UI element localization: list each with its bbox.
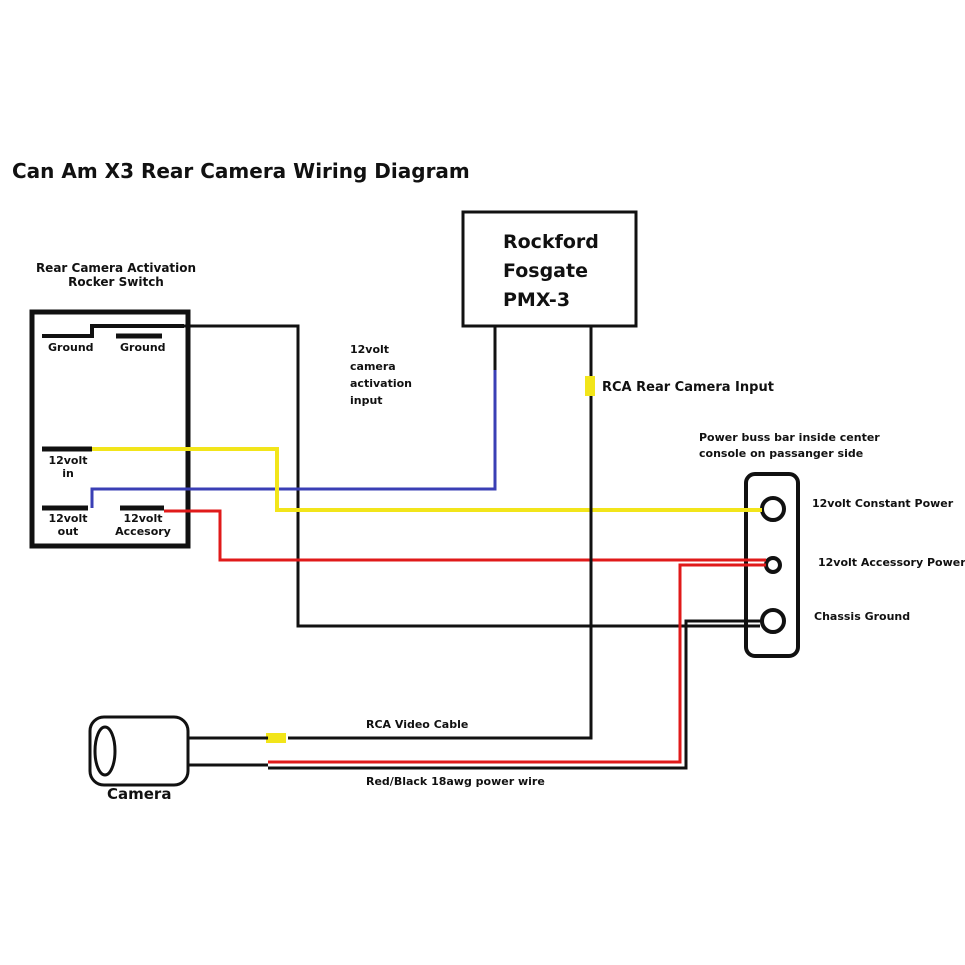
video-cable-label: RCA Video Cable — [366, 718, 469, 731]
buss-bar-heading-line1: Power buss bar inside center — [699, 431, 880, 444]
camera-label: Camera — [107, 785, 172, 803]
camera-lens-icon — [93, 725, 117, 777]
activation-wire — [90, 370, 497, 508]
activation-input-line1: 12volt — [350, 343, 390, 356]
buss-bar-heading: Power buss bar inside center console on … — [699, 430, 880, 462]
in-label: 12volt in — [46, 454, 90, 480]
constant-power-wire — [92, 447, 762, 512]
buss-bar-heading-line2: console on passanger side — [699, 447, 864, 460]
camera-body — [88, 715, 190, 787]
in-label-line2: in — [62, 466, 74, 480]
rca-video-cable — [288, 326, 593, 740]
constant-terminal — [760, 496, 786, 522]
power-wire-label: Red/Black 18awg power wire — [366, 775, 545, 788]
accessory-power-wire — [164, 509, 766, 562]
ground-left-label: Ground — [48, 341, 94, 354]
constant-power-label: 12volt Constant Power — [812, 497, 954, 510]
switch-heading-line1: Rear Camera Activation — [35, 261, 197, 275]
activation-input-label: 12volt camera activation input — [350, 341, 412, 409]
switch-heading: Rear Camera Activation Rocker Switch — [34, 261, 198, 290]
out-label-line1: 12volt — [48, 512, 88, 525]
camera-power-red — [268, 563, 766, 764]
acc-label: 12volt Accesory — [112, 512, 174, 538]
pmx3-module-name: Rockford Fosgate PMX-3 — [503, 231, 599, 311]
diagram-title: Can Am X3 Rear Camera Wiring Diagram — [12, 159, 470, 183]
rca-connector-top — [585, 376, 595, 396]
rocker-switch-body — [29, 309, 191, 549]
switch-heading-line2: Rocker Switch — [68, 274, 164, 289]
accessory-power-label: 12volt Accessory Power — [818, 556, 965, 569]
out-label-line2: out — [57, 524, 79, 538]
activation-input-line2: camera — [350, 360, 396, 373]
activation-input-line3: activation — [350, 377, 412, 390]
activation-input-line4: input — [350, 394, 383, 407]
in-label-line1: 12volt — [48, 454, 88, 467]
ground-terminal — [760, 608, 786, 634]
ground-wire — [184, 324, 760, 628]
accessory-terminal — [764, 556, 782, 574]
acc-label-line1: 12volt — [123, 512, 163, 525]
chassis-ground-label: Chassis Ground — [814, 610, 911, 623]
acc-label-line2: Accesory — [115, 524, 171, 538]
ground-right-label: Ground — [120, 341, 166, 354]
camera-power-black — [268, 619, 762, 770]
rca-connector-camera — [266, 733, 286, 743]
rca-input-label: RCA Rear Camera Input — [602, 380, 774, 395]
out-label: 12volt out — [46, 512, 90, 538]
pmx3-module-box — [461, 210, 638, 328]
ground-terminal-left — [42, 324, 184, 338]
